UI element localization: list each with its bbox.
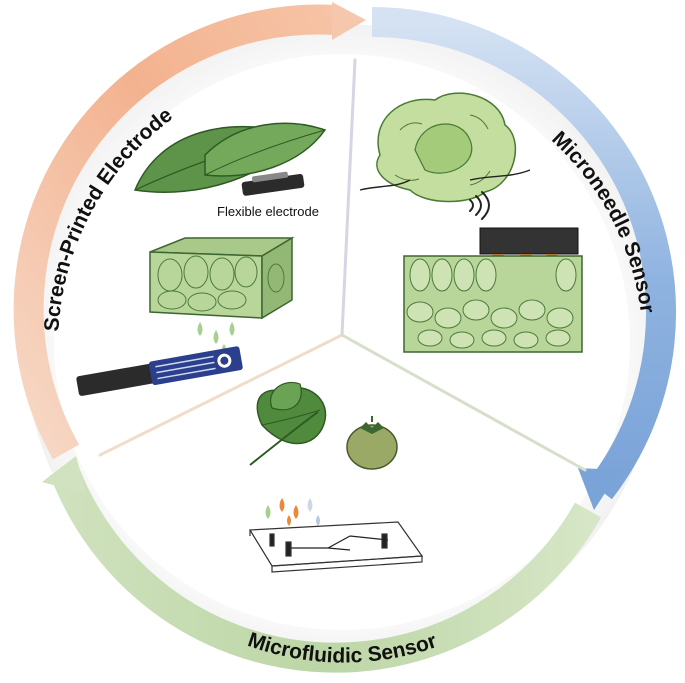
spinach-leaf-icon bbox=[249, 381, 327, 466]
droplet-icon bbox=[265, 498, 320, 526]
screen-printed-arrow bbox=[13, 2, 366, 460]
microfluidic-chip-icon bbox=[248, 521, 424, 573]
lettuce-icon bbox=[359, 92, 531, 203]
tomato-icon bbox=[346, 416, 398, 470]
section-dividers bbox=[98, 58, 587, 472]
electrode-patch bbox=[241, 171, 305, 196]
microneedle-arrow bbox=[371, 7, 677, 510]
microfluidic-arrow bbox=[42, 456, 602, 673]
leaf-illustration bbox=[133, 122, 327, 196]
electrode-strip-icon bbox=[76, 346, 243, 396]
flexible-electrode-caption: Flexible electrode bbox=[217, 204, 319, 219]
tissue-block-left bbox=[149, 236, 295, 320]
signal-wave-icon bbox=[469, 191, 490, 220]
tissue-block-right bbox=[403, 255, 583, 353]
